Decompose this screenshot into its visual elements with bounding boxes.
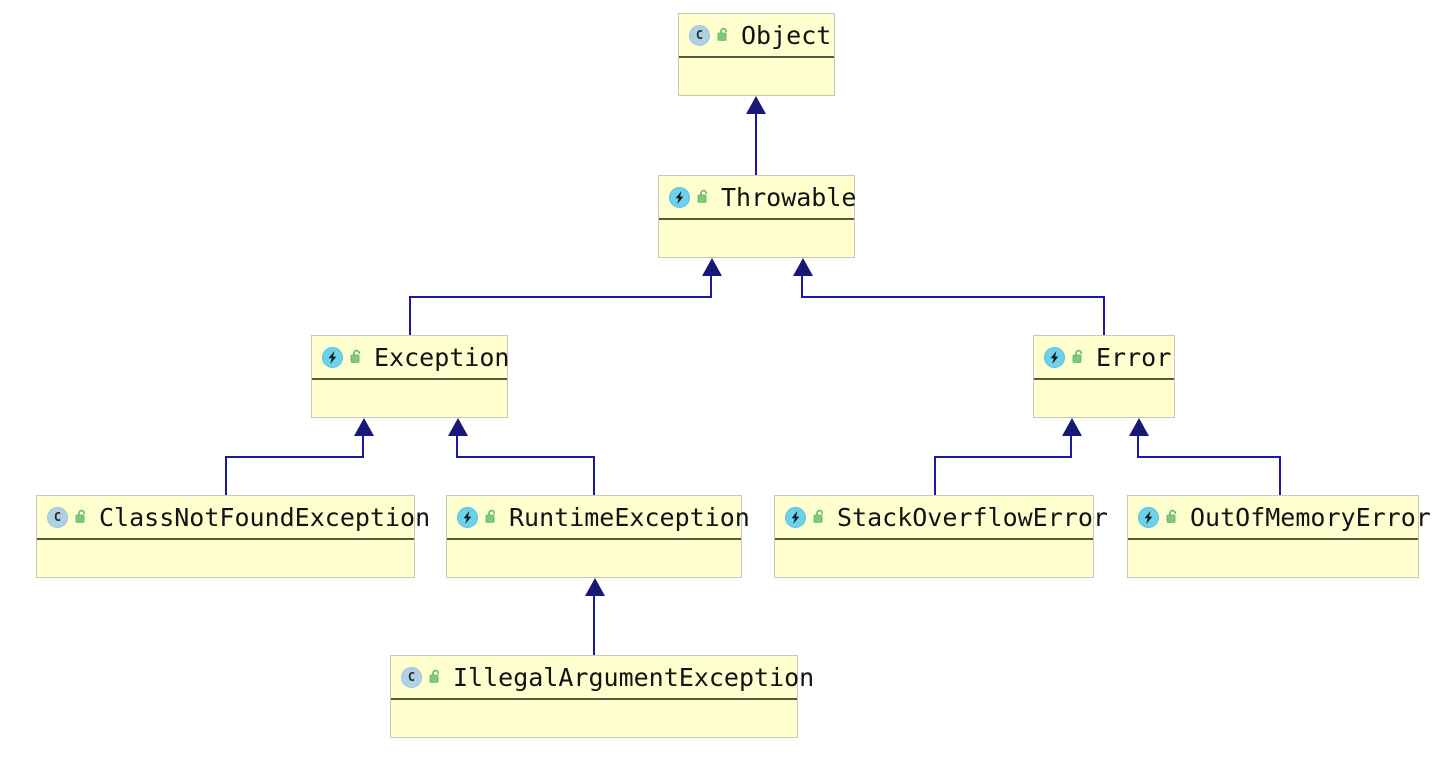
edge-iae-rte-vertical	[593, 596, 595, 655]
class-circle-icon: C	[689, 24, 710, 46]
class-node-object-members	[679, 58, 834, 139]
class-node-runtimeexception-title: RuntimeException	[509, 502, 750, 532]
edge-exception-throwable-seg-horiz	[409, 296, 712, 298]
class-node-object-header: C Object	[679, 14, 834, 58]
lightning-bolt-icon	[1144, 510, 1153, 524]
class-node-exception-title: Exception	[374, 342, 510, 372]
class-circle-icon: C	[401, 666, 422, 688]
edge-cnfe-exception-seg-up	[362, 436, 364, 458]
arrowhead-throwable-object	[746, 96, 766, 114]
exception-circle-icon	[785, 506, 806, 528]
arrowhead-cnfe-exception	[354, 418, 374, 436]
arrowhead-iae-rte	[585, 578, 605, 596]
class-node-exception-header: Exception	[312, 336, 510, 380]
class-node-outofmemoryerror-title: OutOfMemoryError	[1190, 502, 1431, 532]
lightning-bolt-icon	[791, 510, 800, 524]
arrowhead-soe-error	[1062, 418, 1082, 436]
exception-circle-icon	[669, 186, 690, 208]
class-node-stackoverflowerror[interactable]: StackOverflowError	[774, 495, 1108, 578]
arrowhead-rte-exception	[448, 418, 468, 436]
open-padlock-icon	[429, 669, 440, 683]
edge-exception-throwable-seg-down	[409, 296, 411, 335]
lightning-bolt-icon	[675, 190, 684, 204]
edge-error-throwable-seg-down	[1103, 296, 1105, 335]
class-node-stackoverflowerror-title: StackOverflowError	[837, 502, 1108, 532]
class-node-object-title: Object	[741, 20, 832, 50]
class-node-object[interactable]: C Object	[678, 13, 835, 96]
class-node-outofmemoryerror-header: OutOfMemoryError	[1128, 496, 1431, 540]
exception-circle-icon	[457, 506, 478, 528]
class-node-error-title: Error	[1096, 342, 1172, 372]
class-circle-icon: C	[47, 506, 68, 528]
class-node-runtimeexception[interactable]: RuntimeException	[446, 495, 750, 578]
open-padlock-icon	[485, 509, 496, 523]
class-letter-c: C	[53, 510, 62, 524]
edge-rte-exception-seg-down	[593, 456, 595, 495]
edge-soe-error-seg-down	[934, 456, 936, 495]
arrowhead-error-throwable	[793, 258, 813, 276]
edge-oome-error-seg-up	[1137, 436, 1139, 458]
class-node-throwable[interactable]: Throwable	[658, 175, 857, 258]
open-padlock-icon	[350, 349, 361, 363]
open-padlock-icon	[813, 509, 824, 523]
class-node-error-header: Error	[1034, 336, 1174, 380]
exception-circle-icon	[1138, 506, 1159, 528]
edge-soe-error-seg-horiz	[934, 456, 1072, 458]
class-node-runtimeexception-header: RuntimeException	[447, 496, 750, 540]
exception-circle-icon	[322, 346, 343, 368]
class-node-exception-members	[312, 380, 507, 461]
edge-oome-error-seg-down	[1279, 456, 1281, 495]
class-node-outofmemoryerror[interactable]: OutOfMemoryError	[1127, 495, 1431, 578]
class-node-illegalargumentexception-header: C IllegalArgumentException	[391, 656, 814, 700]
open-padlock-icon	[1072, 349, 1083, 363]
class-node-classnotfoundexception-header: C ClassNotFoundException	[37, 496, 430, 540]
edge-error-throwable-seg-horiz	[801, 296, 1105, 298]
class-node-exception[interactable]: Exception	[311, 335, 510, 418]
edge-throwable-object-vertical	[755, 114, 757, 175]
class-node-stackoverflowerror-header: StackOverflowError	[775, 496, 1108, 540]
arrowhead-oome-error	[1129, 418, 1149, 436]
class-node-throwable-title: Throwable	[721, 182, 857, 212]
class-node-classnotfoundexception[interactable]: C ClassNotFoundException	[36, 495, 430, 578]
arrowhead-exception-throwable	[702, 258, 722, 276]
edge-cnfe-exception-seg-horiz	[225, 456, 364, 458]
class-node-illegalargumentexception-members	[391, 700, 797, 759]
class-node-illegalargumentexception[interactable]: C IllegalArgumentException	[390, 655, 814, 738]
class-node-throwable-header: Throwable	[659, 176, 857, 220]
open-padlock-icon	[717, 27, 728, 41]
class-node-stackoverflowerror-members	[775, 540, 1093, 621]
class-node-error-members	[1034, 380, 1174, 461]
edge-oome-error-seg-horiz	[1137, 456, 1281, 458]
exception-circle-icon	[1044, 346, 1065, 368]
class-node-runtimeexception-members	[447, 540, 741, 621]
edge-cnfe-exception-seg-down	[225, 456, 227, 495]
class-node-illegalargumentexception-title: IllegalArgumentException	[453, 662, 815, 692]
open-padlock-icon	[697, 189, 708, 203]
edge-soe-error-seg-up	[1070, 436, 1072, 458]
lightning-bolt-icon	[328, 350, 337, 364]
open-padlock-icon	[75, 509, 86, 523]
class-letter-c: C	[407, 670, 416, 684]
class-node-classnotfoundexception-members	[37, 540, 414, 621]
class-node-error[interactable]: Error	[1033, 335, 1175, 418]
class-node-outofmemoryerror-members	[1128, 540, 1418, 621]
edge-rte-exception-seg-horiz	[456, 456, 595, 458]
edge-error-throwable-seg-up	[801, 276, 803, 298]
open-padlock-icon	[1166, 509, 1177, 523]
edge-exception-throwable-seg-up	[710, 276, 712, 298]
edge-rte-exception-seg-up	[456, 436, 458, 458]
class-letter-c: C	[695, 28, 704, 42]
class-node-classnotfoundexception-title: ClassNotFoundException	[99, 502, 431, 532]
lightning-bolt-icon	[1050, 350, 1059, 364]
class-node-throwable-members	[659, 220, 854, 301]
lightning-bolt-icon	[463, 510, 472, 524]
